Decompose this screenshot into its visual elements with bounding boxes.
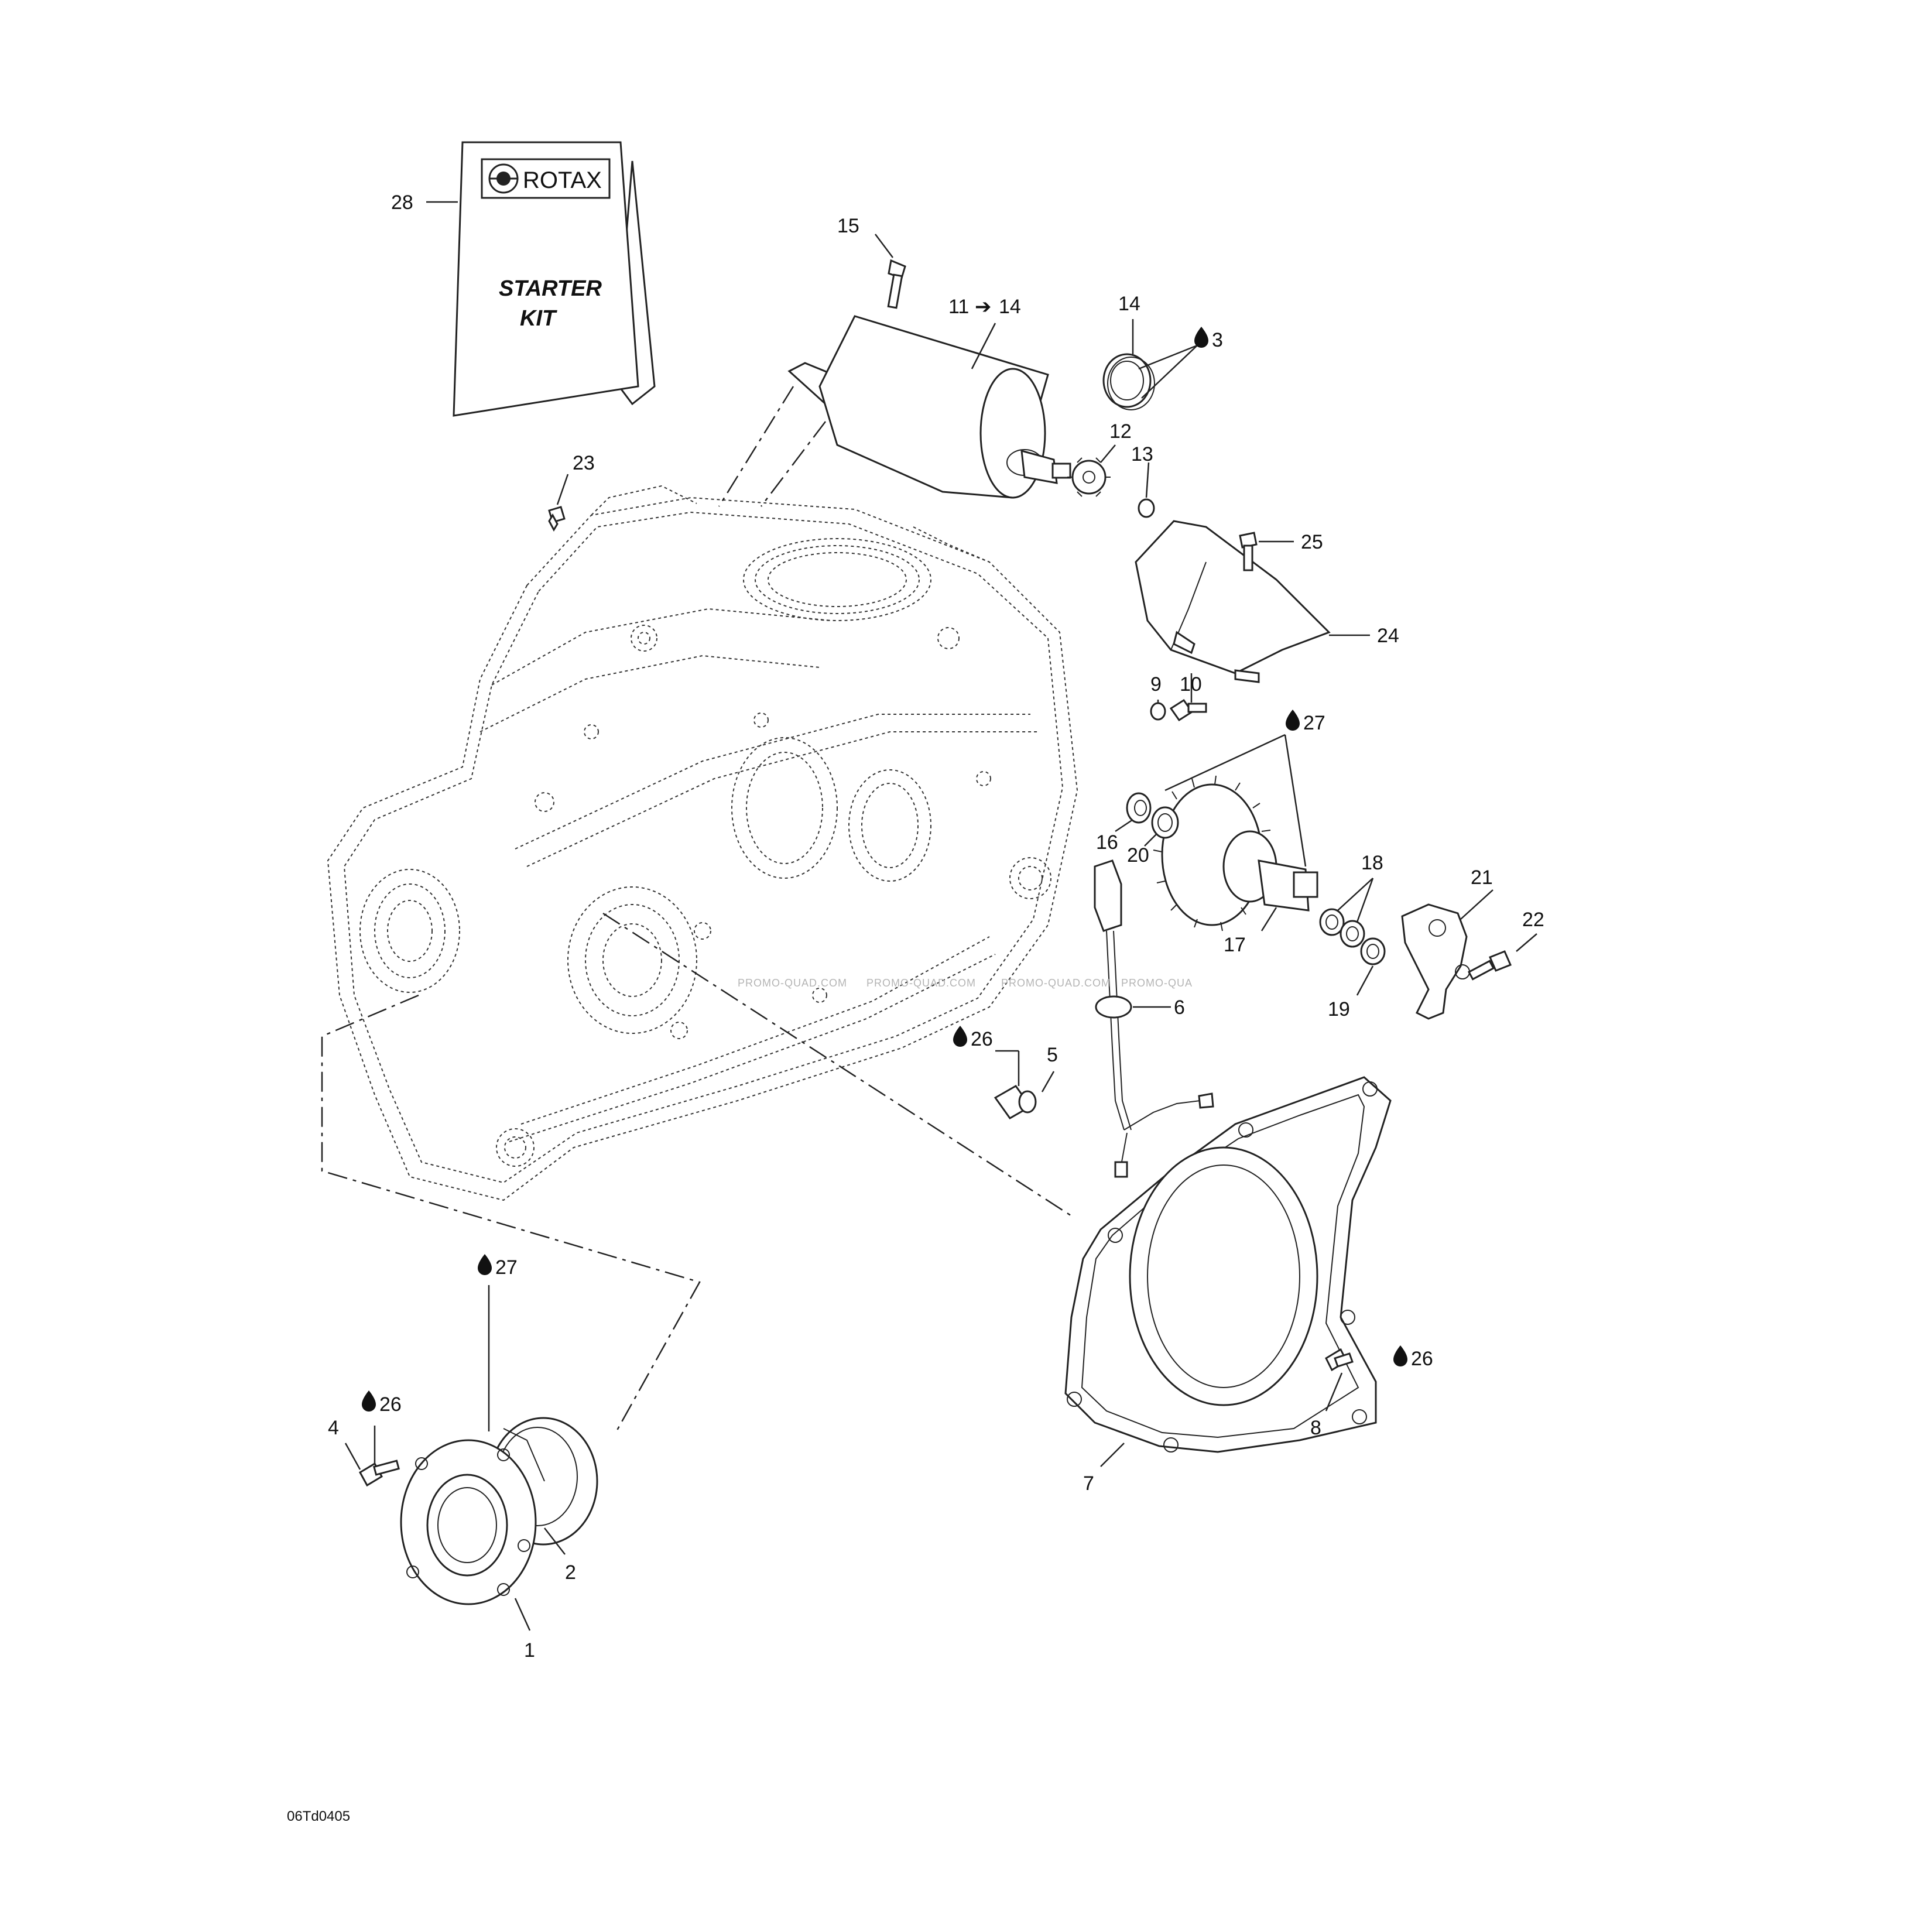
bolt-15: 15 [837,215,906,309]
callout-24: 24 [1377,625,1399,647]
speed-sensor-harness-6: 6 [1094,859,1214,1178]
lubricant-drop-icon [953,1026,967,1047]
callout-25: 25 [1301,531,1323,553]
lubricant-drop-icon [1286,710,1300,731]
bolt-10: 10 [1169,673,1207,722]
watermark-1: PROMO-QUAD.COM [738,977,847,989]
lubricant-26-right: 26 [1411,1348,1433,1370]
plug-5: 5 26 [953,1026,1058,1119]
watermark: PROMO-QUAD.COM PROMO-QUAD.COM PROMO-QUAD… [738,977,1193,989]
diagram-code: 06Td0405 [287,1808,350,1824]
idler-gear-17: 17 [1153,775,1318,956]
callout-13: 13 [1131,443,1153,465]
rotax-logo-icon [488,163,519,194]
callout-15: 15 [837,215,859,237]
lubricant-27-upper: 27 [1164,710,1325,867]
lubricant-26-lower: 26 [379,1393,402,1416]
callout-20: 20 [1127,844,1149,866]
screw-8: 8 26 [1310,1345,1433,1439]
callout-11-range-end: 14 [999,296,1021,318]
bolt-25: 25 [1239,531,1323,571]
lubricant-3: 3 [1212,329,1223,351]
o-ring-14: 14 3 [1102,293,1223,410]
starter-cover-24: 24 [1135,520,1399,683]
callout-1: 1 [524,1639,535,1662]
starter-kit-booklet: ROTAX STARTER KIT 28 [391,141,656,417]
callout-5: 5 [1047,1044,1058,1066]
callout-8: 8 [1310,1417,1321,1439]
callout-21: 21 [1471,866,1493,889]
callout-7: 7 [1083,1472,1094,1495]
washer-9: 9 [1150,673,1166,721]
cover-7: 7 [1064,1076,1392,1495]
lubricant-drop-icon [1194,327,1208,348]
lubricant-26-top: 26 [971,1028,993,1050]
bracket-21: 21 [1401,866,1493,1020]
callout-19: 19 [1328,998,1350,1020]
callout-22: 22 [1522,909,1544,931]
watermark-4: PROMO-QUA [1121,977,1193,989]
callout-16: 16 [1096,831,1118,854]
circlip-13: 13 [1131,443,1155,518]
watermark-2: PROMO-QUAD.COM [866,977,976,989]
washers-18-19: 18 19 [1319,852,1386,1020]
washer-20: 20 [1127,806,1179,866]
callout-17: 17 [1224,934,1246,956]
bearing-cover-1: 1 [400,1439,537,1662]
kit-title-line1: STARTER [499,276,602,301]
callout-18: 18 [1361,852,1383,874]
callout-4: 4 [328,1417,339,1439]
watermark-3: PROMO-QUAD.COM [1001,977,1111,989]
kit-brand: ROTAX [523,167,602,193]
callout-10: 10 [1180,673,1202,696]
alignment-lines [321,386,1075,1435]
bolt-22: 22 [1468,909,1544,981]
lubricant-drop-icon [362,1390,376,1412]
callout-6: 6 [1174,996,1185,1019]
lubricant-27-upper-label: 27 [1303,712,1325,734]
lubricant-drop-icon [1393,1345,1407,1366]
bearing-16: 16 [1096,792,1152,854]
callout-23: 23 [573,452,595,474]
callout-9: 9 [1150,673,1162,696]
callout-2: 2 [565,1561,576,1584]
callout-11: 11 [948,296,969,318]
starter-motor: 11 ➔ 14 [787,296,1071,499]
callout-14: 14 [1118,293,1140,315]
lubricant-drop-icon [478,1254,492,1275]
lubricant-27-lower: 27 [495,1256,518,1279]
crankcase-outline [327,485,1078,1201]
plug-23: 23 [548,452,595,532]
callout-11-arrow: ➔ [975,296,992,318]
callout-12: 12 [1109,420,1132,443]
bolt-4: 4 26 [328,1390,402,1487]
pinion-gear-12: 12 [1067,420,1132,497]
callout-28: 28 [391,191,413,214]
kit-title-line2: KIT [520,306,557,331]
